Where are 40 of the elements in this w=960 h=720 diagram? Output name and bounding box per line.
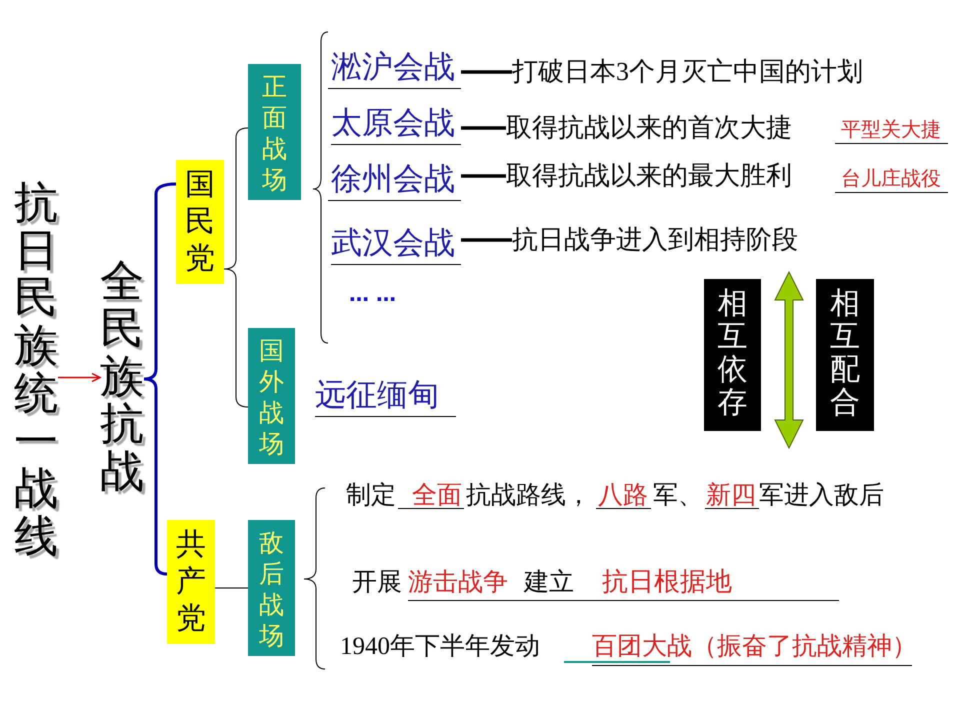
fill-in-line: 武汉会战 — [331, 227, 461, 265]
answer-text: 百团大战（振奋了抗战精神） — [592, 634, 917, 659]
description-text: 打破日本3个月灭亡中国的计划 — [512, 58, 863, 86]
connector-line — [461, 238, 512, 242]
vertical-heading: 抗日民族统一战线 — [14, 179, 58, 563]
fill-in-line: 徐州会战 — [328, 163, 461, 201]
fill-in-line: 新四 — [705, 483, 759, 509]
connector-line — [461, 126, 506, 130]
sentence-text: 开展 — [352, 570, 402, 595]
text-box: 相互依存 — [704, 279, 761, 431]
answer-text: 抗日根据地 — [602, 569, 732, 595]
fill-in-line: 平型关大捷 — [835, 119, 948, 144]
description-text: 抗日战争进入到相持阶段 — [512, 226, 798, 254]
fill-in-line: 八路 — [596, 483, 651, 509]
sentence-text: 1940年下半年发动 — [340, 634, 540, 659]
connector-line — [461, 174, 506, 178]
arrow — [58, 372, 101, 382]
answer-text: 游击战争 — [408, 570, 508, 595]
description-text: 取得抗战以来的最大胜利 — [506, 162, 792, 190]
fill-in-line: 全面 — [398, 483, 464, 509]
fill-in-line: 远征缅甸 — [315, 379, 456, 417]
category-box: 敌后战场 — [248, 520, 295, 656]
ellipsis-text: … … — [349, 284, 396, 304]
highlight-box: 共产党 — [167, 520, 215, 644]
connector-line — [461, 70, 512, 74]
sentence-text: 建立 — [524, 570, 574, 595]
sentence-text: 军进入敌后 — [759, 483, 884, 508]
sentence-text: 抗战路线， — [466, 483, 591, 508]
vertical-heading: 全民族抗战 — [100, 258, 144, 497]
sentence-text: 军、 — [653, 483, 703, 508]
fill-in-line: 台儿庄战役 — [835, 168, 948, 193]
fill-in-line: 太原会战 — [331, 107, 461, 145]
highlight-box: 国民党 — [176, 160, 224, 284]
category-box: 国外战场 — [248, 328, 295, 464]
description-text: 取得抗战以来的首次大捷 — [506, 114, 792, 142]
fill-in-line: 淞沪会战 — [328, 51, 461, 89]
sentence-text: 制定 — [346, 483, 396, 508]
brace-connector — [224, 268, 248, 408]
text-box: 相互配合 — [816, 279, 874, 431]
category-box: 正面战场 — [248, 64, 301, 200]
